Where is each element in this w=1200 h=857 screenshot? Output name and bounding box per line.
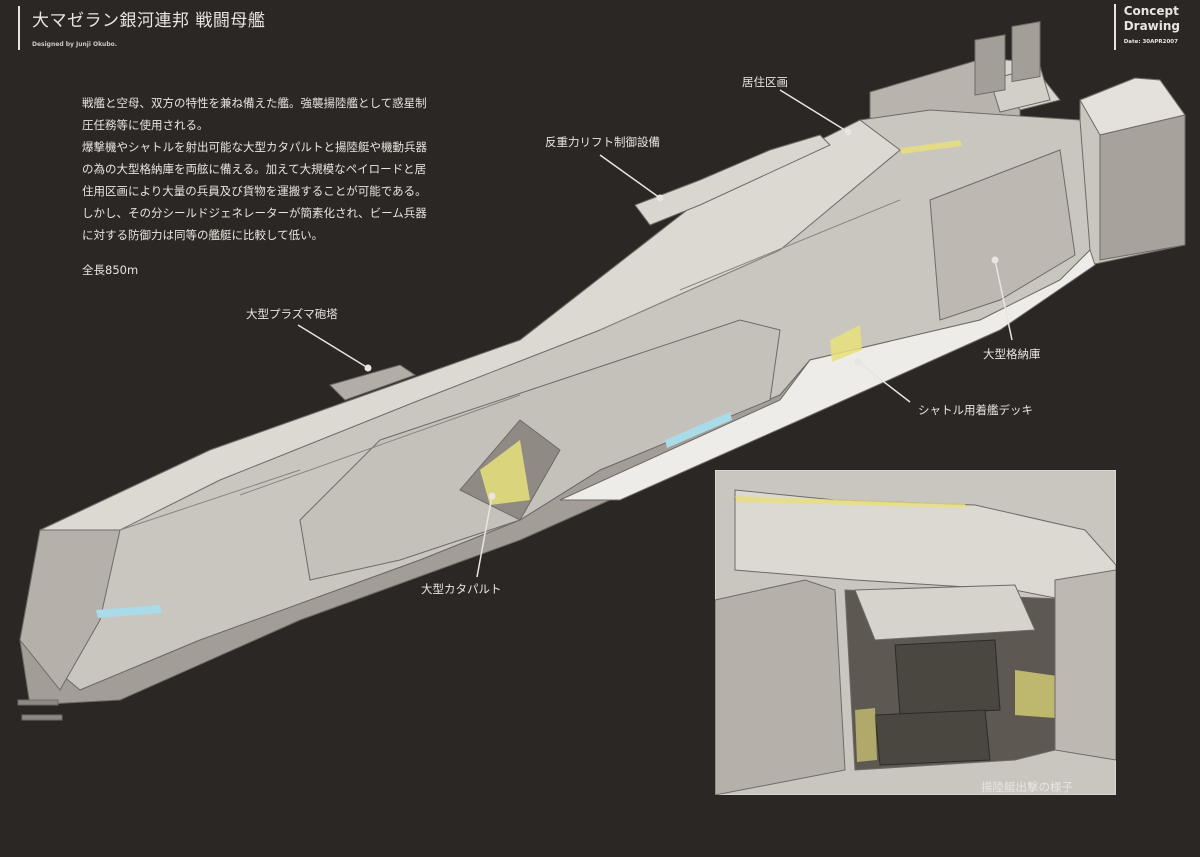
concept-stamp: Concept Drawing Date: 30APR2007	[1113, 4, 1180, 50]
main-hull	[17, 21, 1096, 721]
description-line: 住用区画により大量の兵員及び貨物を運搬することが可能である。	[82, 184, 427, 198]
page-title: 大マゼラン銀河連邦 戦闘母艦	[32, 11, 266, 31]
designer-credit: Designed by Junji Okubo.	[32, 41, 118, 48]
stamp-line-2: Drawing	[1123, 19, 1180, 33]
callout-shuttle-deck: シャトル用着艦デッキ	[918, 403, 1033, 417]
description-text: 戦艦と空母、双方の特性を兼ね備えた艦。強襲揚陸艦として惑星制 圧任務等に使用され…	[82, 92, 482, 246]
callout-lines	[297, 89, 1013, 578]
callout-catapult: 大型カタパルト	[421, 582, 502, 596]
landing-craft-inset	[715, 470, 1116, 795]
description-line: 圧任務等に使用される。	[82, 118, 209, 132]
callout-residential: 居住区画	[742, 75, 788, 89]
callout-antigrav: 反重力リフト制御設備	[545, 135, 660, 149]
callout-plasma-turret: 大型プラズマ砲塔	[246, 307, 338, 321]
stamp-line-1: Concept	[1123, 4, 1179, 18]
description-line: 爆撃機やシャトルを射出可能な大型カタパルトと揚陸艇や機動兵器	[82, 140, 427, 154]
description-line: に対する防御力は同等の艦艇に比較して低い。	[82, 228, 324, 242]
title-block: 大マゼラン銀河連邦 戦闘母艦 Designed by Junji Okubo.	[18, 6, 265, 50]
description-line: の為の大型格納庫を両舷に備える。加えて大規模なペイロードと居	[82, 162, 427, 176]
description-line: 戦艦と空母、双方の特性を兼ね備えた艦。強襲揚陸艦として惑星制	[82, 96, 427, 110]
length-spec: 全長850m	[82, 263, 139, 277]
callout-hangar: 大型格納庫	[983, 347, 1041, 361]
callout-landing-craft: 揚陸艇出撃の様子	[981, 780, 1073, 794]
description-line: しかし、その分シールドジェネレーターが簡素化され、ビーム兵器	[82, 206, 427, 220]
stamp-date: Date: 30APR2007	[1123, 39, 1178, 45]
